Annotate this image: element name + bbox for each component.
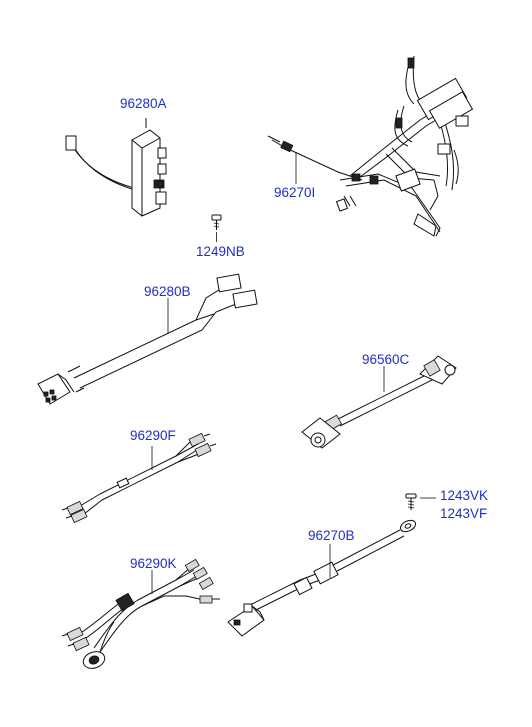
label-96560C: 96560C [362,352,410,367]
label-96270I: 96270I [274,185,315,200]
part-1249NB[interactable] [211,214,222,242]
label-96280A: 96280A [120,96,167,111]
part-96280A[interactable] [65,118,167,217]
label-96290F: 96290F [130,428,176,443]
label-96270B: 96270B [308,528,355,543]
part-96270I[interactable] [267,55,474,237]
label-1243VF: 1243VF [440,506,487,521]
part-96280B[interactable] [37,273,258,405]
part-96560C[interactable] [301,355,457,449]
label-1243VK: 1243VK [440,488,488,503]
label-1249NB: 1249NB [196,244,245,259]
label-96280B: 96280B [144,284,191,299]
part-96270B[interactable] [227,518,417,637]
part-96290K[interactable] [61,558,220,671]
part-96290F[interactable] [61,432,217,524]
part-1243VK[interactable] [405,493,417,510]
label-96290K: 96290K [130,556,177,571]
